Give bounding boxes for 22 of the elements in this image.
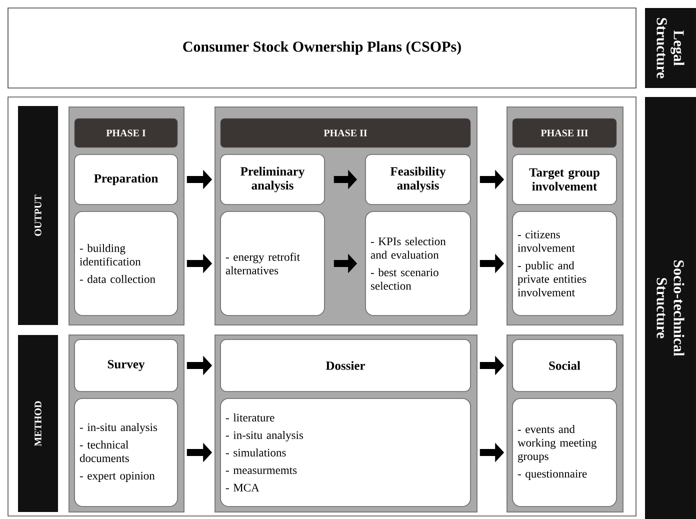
list-box: - in-situ analysis - technical documents - expert opinion [74, 398, 178, 507]
list-box: - citizens involvement - public and private entities involvement [512, 211, 617, 316]
list-box: - building identification - data collection [74, 211, 178, 316]
side-banner: Legal Structure [645, 8, 696, 88]
list-box: - KPIs selection and evaluation - best scenario selection [365, 211, 471, 316]
step-box: Social [512, 339, 617, 392]
row-banner: OUTPUT [18, 106, 58, 325]
step-box: Feasibility analysis [365, 154, 471, 205]
side-banner: Socio-technical Structure [645, 97, 696, 519]
step-box: Dossier [220, 339, 471, 392]
title-box: Consumer Stock Ownership Plans (CSOPs) [8, 8, 636, 88]
row-banner: METHOD [18, 335, 58, 512]
phase-header: PHASE II [220, 118, 471, 148]
step-box: Preparation [74, 154, 178, 205]
step-box: Target group involvement [512, 154, 617, 205]
step-box: Survey [74, 339, 178, 392]
step-box: Preliminary analysis [220, 154, 325, 205]
list-box: - energy retrofit alternatives [220, 211, 325, 316]
list-box: - events and working meeting groups - questionnaire [512, 398, 617, 507]
phase-header: PHASE I [74, 118, 178, 148]
phase-header: PHASE III [512, 118, 617, 148]
list-box: - literature - in-situ analysis - simulations - measurmemts - MCA [220, 398, 471, 507]
